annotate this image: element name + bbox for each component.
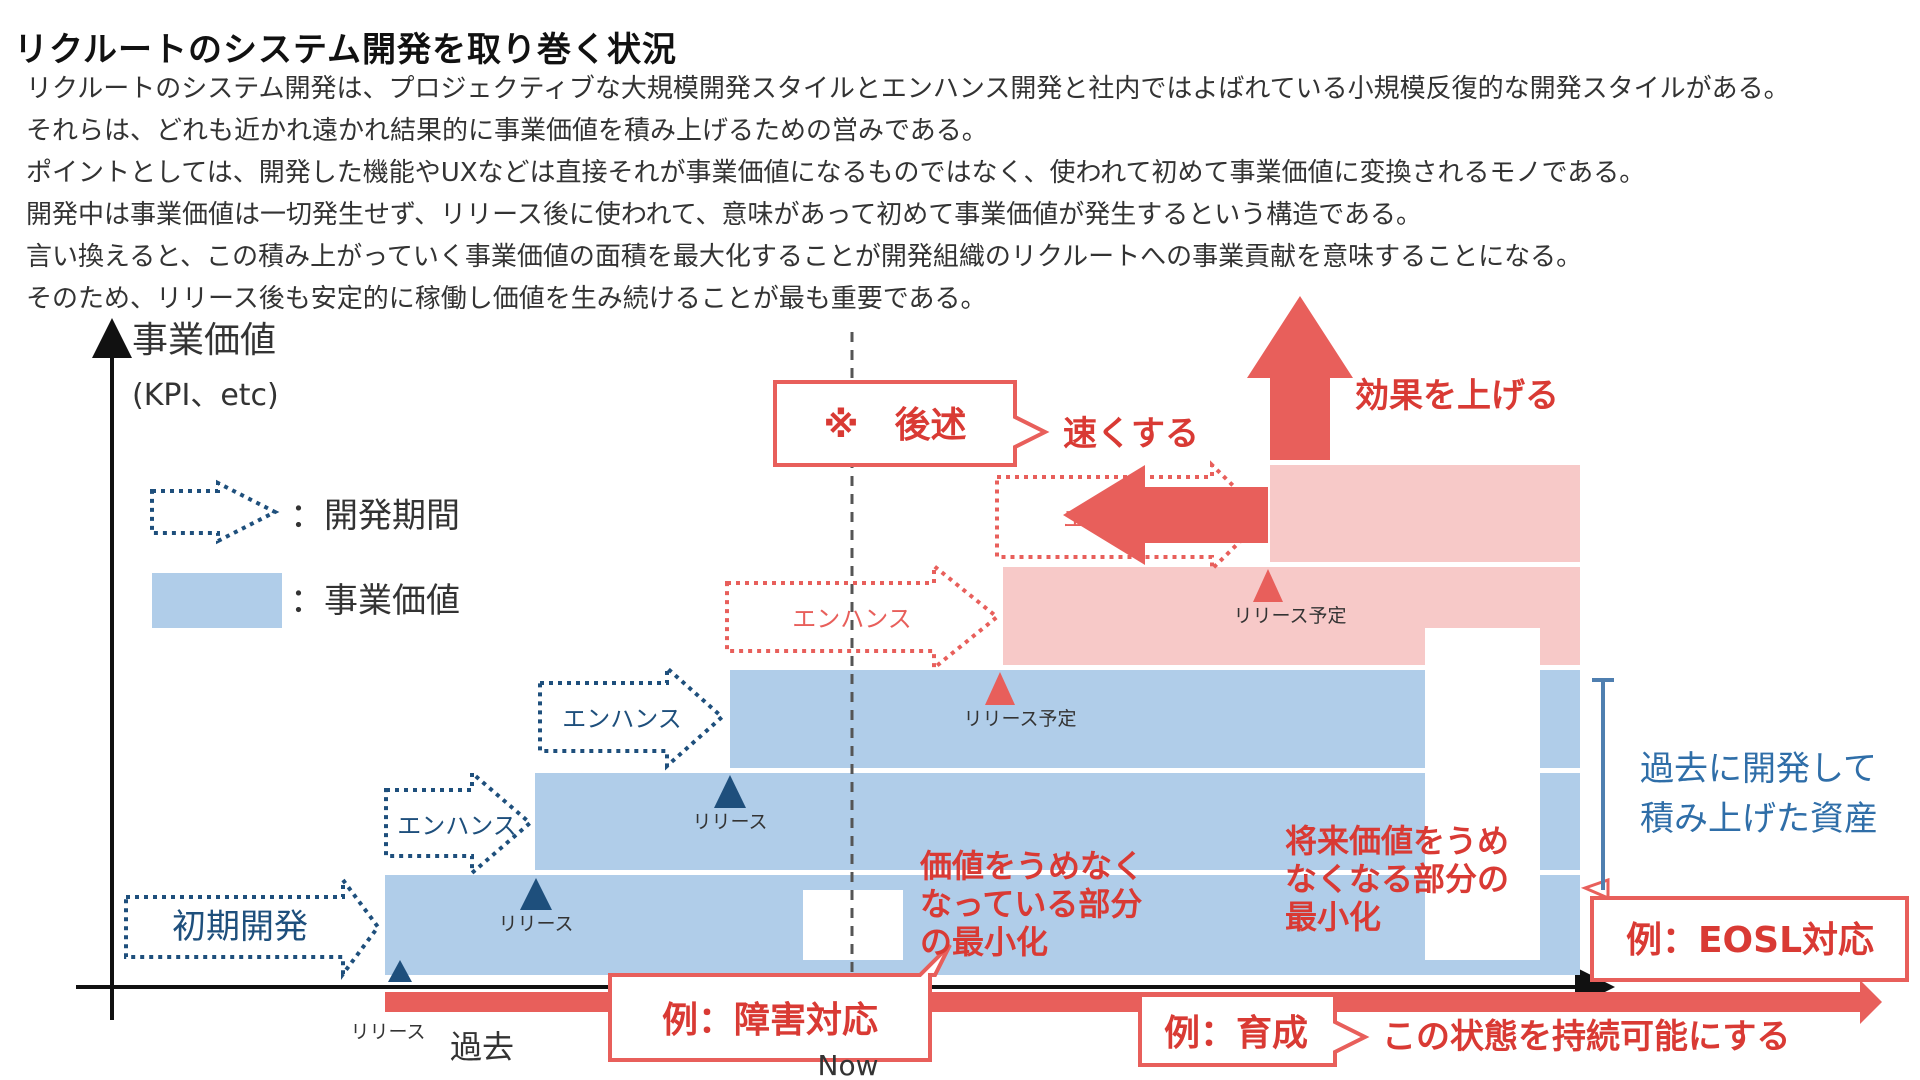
minimize-future-line: なくなる部分の xyxy=(1285,860,1509,898)
dev-arrow-enhance-4 xyxy=(995,460,1268,574)
nurture-callout xyxy=(1138,993,1370,1067)
eosl-callout xyxy=(1580,877,1610,900)
description-line: それらは、どれも近かれ遠かれ結果的に事業価値を積み上げるための営みである。 xyxy=(26,116,988,146)
value-bar-enhance-1 xyxy=(535,773,1580,870)
past-assets-line: 過去に開発して xyxy=(1640,749,1877,789)
sustain-arrow xyxy=(385,980,1882,1024)
y-axis-sublabel: (KPI、etc) xyxy=(132,378,279,413)
minimize-future-line: 将来価値をうめ xyxy=(1285,822,1509,860)
legend-dev-arrow xyxy=(150,479,280,545)
phase-label-initial: 初期開発 xyxy=(172,907,308,947)
description-line: リクルートのシステム開発は、プロジェクティブな大規模開発スタイルとエンハンス開発… xyxy=(26,74,1790,104)
now-label: Now xyxy=(818,1049,879,1080)
planned-release-label: リリース予定 xyxy=(1233,605,1346,627)
release-label: リリース xyxy=(350,1021,425,1043)
raise-effect-arrow xyxy=(1247,296,1353,460)
eosl-callout-text: 例：EOSL対応 xyxy=(1626,920,1874,961)
past-assets-line: 積み上げた資産 xyxy=(1640,799,1878,839)
planned-value-bar-2 xyxy=(1270,465,1580,562)
description-line: 開発中は事業価値は一切発生せず、リリース後に使われて、意味があって初めて事業価値… xyxy=(26,200,1422,230)
release-label: リリース xyxy=(498,913,573,935)
faster-arrow xyxy=(1063,465,1268,565)
release-marker xyxy=(714,775,746,808)
faster-label: 速くする xyxy=(1063,414,1199,454)
release-marker xyxy=(388,960,412,982)
incident-callout xyxy=(608,943,952,1062)
minimize-loss-line: 価値をうめなく xyxy=(919,847,1144,885)
description-line: そのため、リリース後も安定的に稼働し価値を生み続けることが最も重要である。 xyxy=(26,284,987,314)
legend-value-swatch xyxy=(152,573,282,628)
see-later-callout xyxy=(773,380,1050,467)
incident-callout-text: 例：障害対応 xyxy=(662,1000,878,1041)
legend-value-label: ：事業価値 xyxy=(290,581,460,621)
page-title: リクルートのシステム開発を取り巻く状況 xyxy=(14,30,677,70)
phase-label-enhance-1: エンハンス xyxy=(397,812,517,840)
release-label: リリース xyxy=(692,811,767,833)
minimize-loss-line: の最小化 xyxy=(920,923,1048,961)
dev-arrow-enhance-2 xyxy=(538,663,726,771)
sustainable-label: この状態を持続可能にする xyxy=(1382,1017,1790,1057)
raise-effect-label: 効果を上げる xyxy=(1355,376,1559,416)
description-list: リクルートのシステム開発は、プロジェクティブな大規模開発スタイルとエンハンス開発… xyxy=(26,68,1916,320)
dev-arrow-enhance-3 xyxy=(725,561,1001,673)
dev-arrow-enhance-1 xyxy=(384,768,534,878)
release-marker xyxy=(520,878,552,910)
phase-label-enhance-2: エンハンス xyxy=(562,705,682,733)
planned-release-marker xyxy=(1253,569,1283,602)
planned-release-marker xyxy=(985,672,1015,705)
value-gap-eosl xyxy=(1425,628,1540,960)
past-label: 過去 xyxy=(450,1028,514,1066)
phase-label-enhance-3: エンハンス xyxy=(792,605,912,633)
minimize-loss-line: なっている部分 xyxy=(920,885,1142,923)
description-line: 言い換えると、この積み上がっていく事業価値の面積を最大化することが開発組織のリク… xyxy=(26,242,1583,272)
legend-dev-label: ：開発期間 xyxy=(290,496,460,536)
dev-arrow-initial xyxy=(124,873,381,981)
description-line: ポイントとしては、開発した機能やUXなどは直接それが事業価値になるものではなく、… xyxy=(26,158,1646,188)
value-bar-initial xyxy=(385,875,1580,975)
y-axis-label: 事業価値 xyxy=(132,320,276,361)
eosl-callout-box xyxy=(1590,896,1909,982)
minimize-future-line: 最小化 xyxy=(1285,898,1381,936)
planned-release-label: リリース予定 xyxy=(963,708,1076,730)
see-later-text: ※ 後述 xyxy=(824,405,967,446)
nurture-callout-text: 例：育成 xyxy=(1164,1013,1308,1054)
